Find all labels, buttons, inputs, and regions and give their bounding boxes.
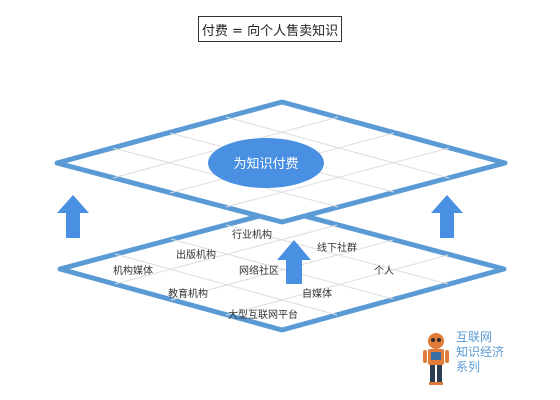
brand-line-2: 知识经济 — [456, 345, 505, 359]
bottom-grid-line — [114, 224, 338, 285]
label-big-internet-platform: 大型互联网平台 — [228, 308, 298, 321]
center-ellipse — [208, 138, 324, 188]
label-publisher: 出版机构 — [176, 248, 216, 261]
label-industry-org: 行业机构 — [232, 228, 272, 241]
bottom-grid-line — [225, 254, 449, 316]
top-layer: 为知识付费 — [54, 99, 508, 225]
center-ellipse-label: 为知识付费 — [233, 156, 298, 172]
bottom-layer: 行业机构 出版机构 线下社群 机构媒体 网络社区 个人 教育机构 自媒体 大型互… — [57, 207, 507, 333]
brand-line-3: 系列 — [456, 360, 481, 374]
up-arrow-icon — [431, 195, 463, 238]
series-brand-text: 互联网 知识经济 系列 — [456, 330, 504, 375]
up-arrow-icon — [57, 195, 89, 238]
diagram-title-text: 付费 = 向个人售卖知识 — [201, 23, 339, 39]
brand-line-1: 互联网 — [456, 330, 493, 344]
bottom-grid-line — [170, 239, 394, 301]
top-grid-line — [225, 147, 450, 208]
label-online-community: 网络社区 — [239, 264, 279, 277]
label-offline-community: 线下社群 — [317, 241, 357, 254]
bottom-grid-line — [114, 253, 338, 316]
diagram-title: 付费 = 向个人售卖知识 — [198, 16, 342, 42]
bottom-grid-line — [225, 224, 449, 285]
up-arrow-icon — [277, 240, 311, 284]
bottom-grid-line — [170, 238, 394, 300]
series-brand: 互联网 知识经济 系列 — [418, 330, 548, 388]
label-individual: 个人 — [374, 265, 394, 277]
top-grid-line — [225, 116, 450, 179]
label-we-media: 自媒体 — [302, 287, 332, 300]
label-org-media: 机构媒体 — [113, 264, 153, 277]
label-education-org: 教育机构 — [168, 287, 208, 300]
robot-icon — [423, 333, 449, 385]
